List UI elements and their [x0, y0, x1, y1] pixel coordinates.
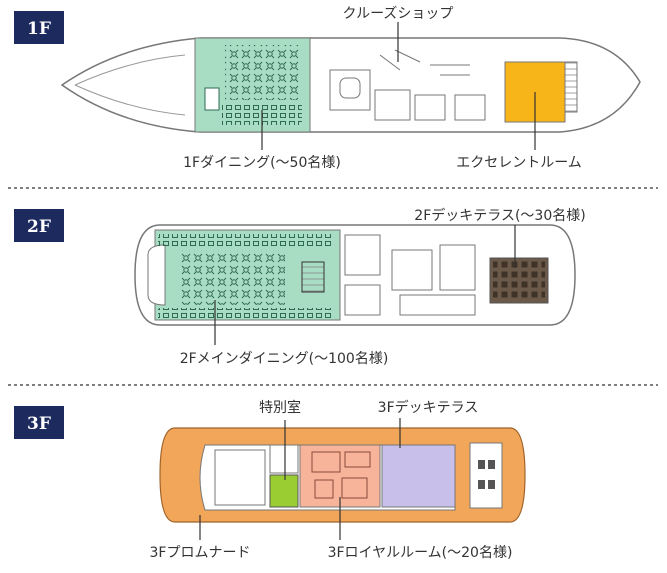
deck-badge-3f — [14, 406, 64, 439]
dining-tables-1f — [225, 45, 300, 100]
label-2f-main-dining: 2Fメインダイニング(～100名様) — [180, 351, 389, 367]
label-special-room: 特別室 — [259, 399, 301, 416]
label-3f-deck-terrace: 3Fデッキテラス — [378, 399, 479, 416]
label-3f-royal-room: 3Fロイヤルルーム(～20名様) — [328, 545, 513, 561]
main-dining-end — [147, 244, 166, 306]
deck-terrace-2f-grid — [493, 261, 545, 301]
stairs-1f — [564, 61, 578, 113]
special-room-area — [269, 474, 299, 508]
deck-terrace-3f-area — [381, 444, 456, 508]
label-3f-promenade: 3Fプロムナード — [150, 545, 251, 561]
main-dining-tables — [180, 250, 285, 305]
deck-badge-2f — [14, 209, 64, 242]
deck-badge-2f-label: 2F — [27, 217, 51, 237]
deck-2f: 2F 2Fデッキテラス(～30名様) 2Fメインダイニング(～100名様) — [14, 207, 586, 367]
main-dining-chairs-top — [158, 234, 333, 246]
label-excellent-room: エクセレントルーム — [456, 155, 582, 171]
bow-lines-1f — [74, 54, 186, 116]
deck-1f: 1F クルーズショップ 1Fダイニング(～50名様) エクセレントルーム — [14, 6, 641, 171]
main-dining-chairs-bottom — [158, 308, 333, 318]
dining-counter-1f — [204, 87, 220, 111]
inner-room-3f — [214, 449, 266, 506]
middle-rooms-2f — [344, 234, 476, 316]
deck-3f: 3F 特別室 3Fデッキテラス 3Fプロムナード 3Fロイヤルルーム(～20名様… — [14, 399, 526, 561]
special-room-box — [269, 444, 299, 474]
stairs-2f — [301, 261, 325, 293]
deck-badge-3f-label: 3F — [27, 414, 51, 434]
label-2f-deck-terrace: 2Fデッキテラス(～30名様) — [414, 207, 585, 224]
lifeboat-windows — [478, 460, 495, 489]
middle-rooms-1f — [329, 49, 486, 121]
deck-badge-1f — [14, 11, 64, 44]
label-cruise-shop: クルーズショップ — [343, 6, 454, 22]
label-1f-dining: 1Fダイニング(～50名様) — [183, 155, 341, 171]
lifeboat-3f — [469, 442, 503, 509]
deck-badge-1f-label: 1F — [27, 19, 51, 39]
royal-room-furniture — [311, 451, 371, 499]
